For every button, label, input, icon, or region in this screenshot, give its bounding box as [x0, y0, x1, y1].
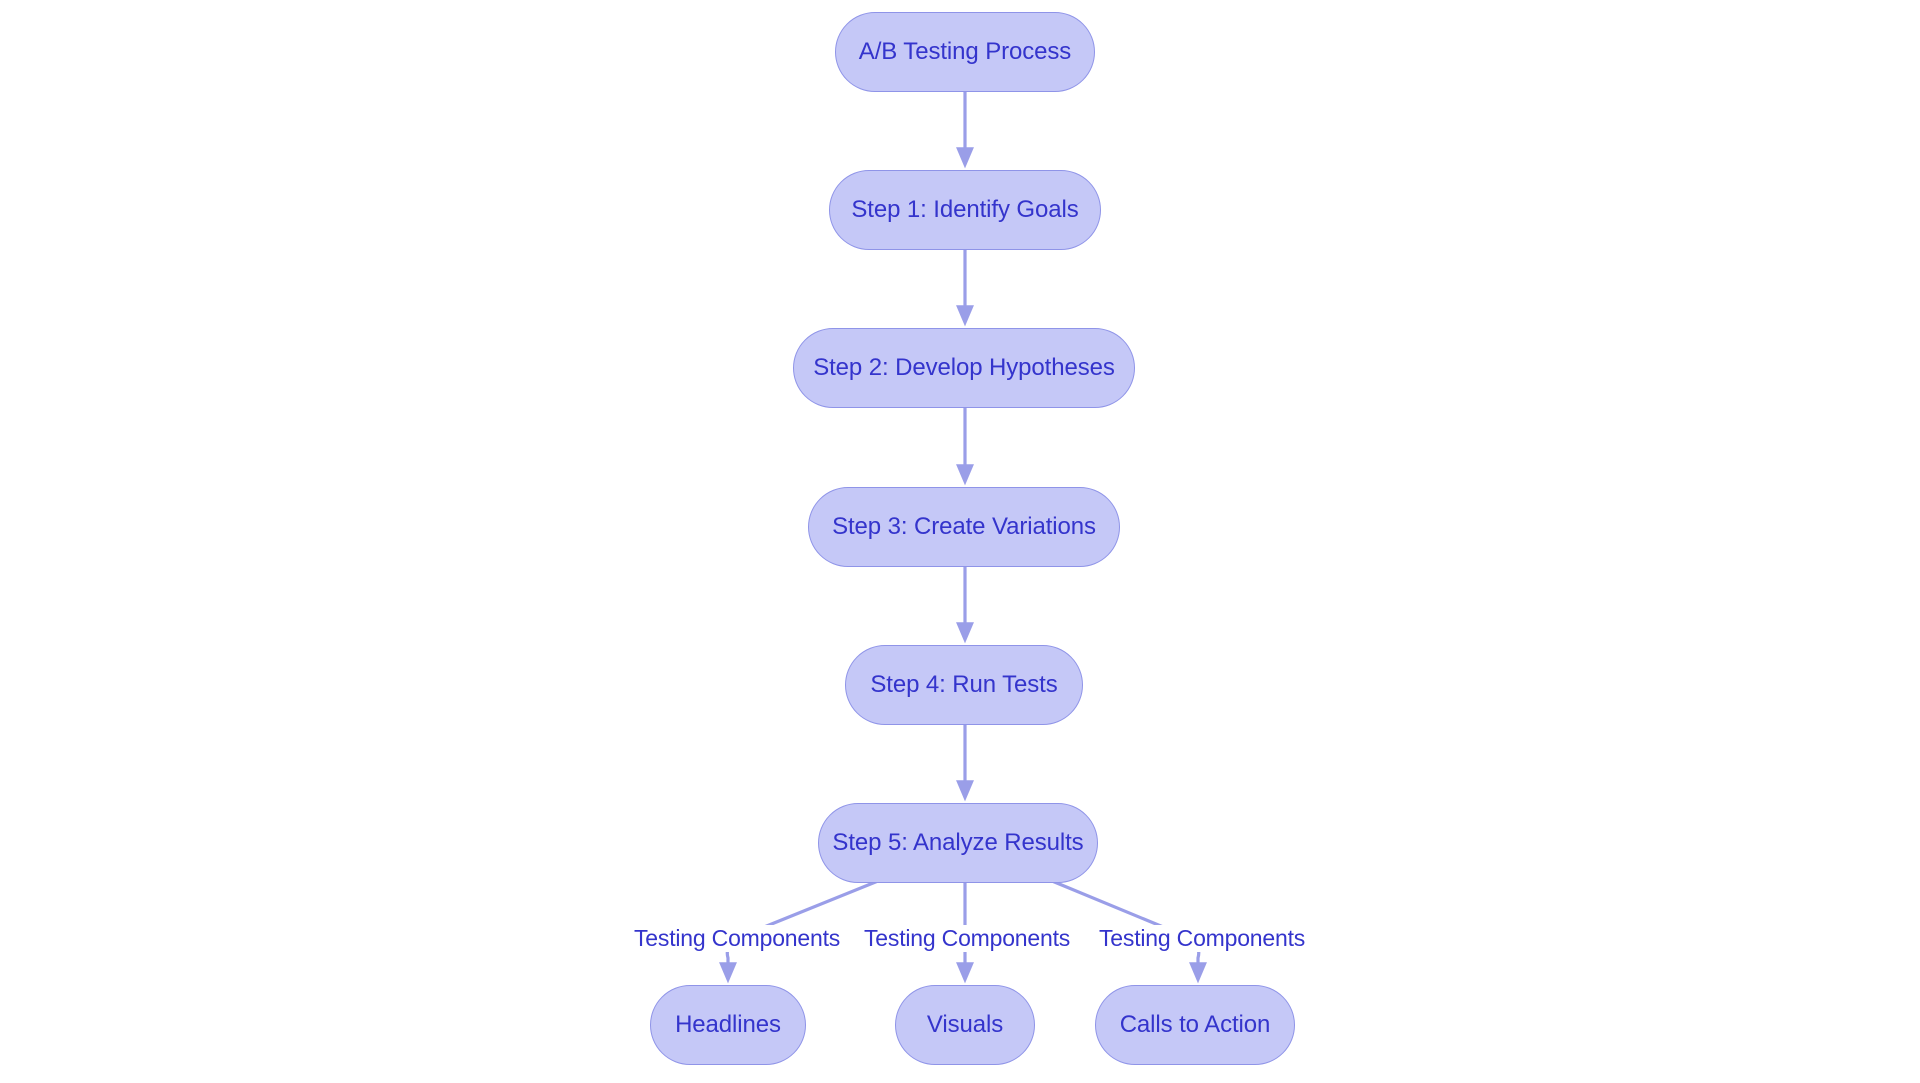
node-step1-label: Step 1: Identify Goals	[851, 196, 1079, 223]
node-step3-label: Step 3: Create Variations	[832, 513, 1096, 540]
node-calls-to-action-label: Calls to Action	[1119, 1011, 1271, 1038]
node-step3[interactable]: Step 3: Create Variations	[808, 487, 1120, 567]
node-step1[interactable]: Step 1: Identify Goals	[829, 170, 1101, 250]
node-visuals-label: Visuals	[926, 1011, 1004, 1038]
node-calls-to-action[interactable]: Calls to Action	[1095, 985, 1295, 1065]
edge-label-headlines: Testing Components	[629, 925, 846, 952]
node-step2-label: Step 2: Develop Hypotheses	[813, 354, 1115, 381]
node-step4[interactable]: Step 4: Run Tests	[845, 645, 1083, 725]
node-root-label: A/B Testing Process	[858, 38, 1072, 65]
node-headlines[interactable]: Headlines	[650, 985, 806, 1065]
node-root[interactable]: A/B Testing Process	[835, 12, 1095, 92]
node-step4-label: Step 4: Run Tests	[870, 671, 1058, 698]
edge-label-visuals: Testing Components	[859, 925, 1076, 952]
node-step2[interactable]: Step 2: Develop Hypotheses	[793, 328, 1135, 408]
edge-label-calls-to-action: Testing Components	[1094, 925, 1311, 952]
node-visuals[interactable]: Visuals	[895, 985, 1035, 1065]
node-step5[interactable]: Step 5: Analyze Results	[818, 803, 1098, 883]
node-headlines-label: Headlines	[675, 1011, 781, 1038]
node-step5-label: Step 5: Analyze Results	[832, 829, 1084, 856]
